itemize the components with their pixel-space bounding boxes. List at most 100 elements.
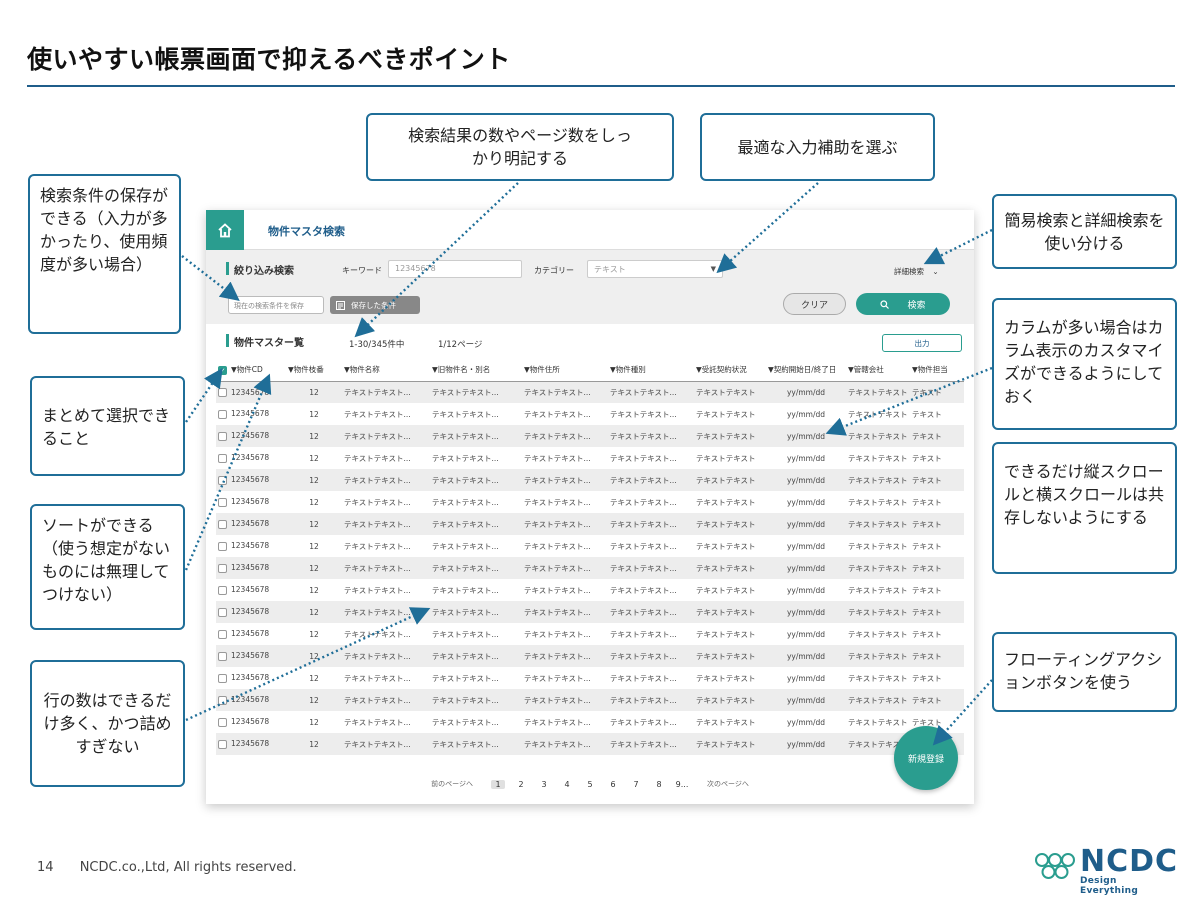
table-cell: テキストテキスト...	[522, 689, 608, 711]
search-button[interactable]: 検索	[856, 293, 950, 315]
row-checkbox[interactable]	[218, 629, 227, 639]
saved-conditions-button[interactable]: 保存した条件	[330, 296, 420, 314]
row-checkbox[interactable]	[218, 585, 227, 595]
table-cell: yy/mm/dd	[766, 667, 846, 689]
table-cell: テキストテキスト...	[522, 381, 608, 403]
table-cell: テキストテキスト	[694, 733, 766, 755]
save-condition-input[interactable]: 現在の検索条件を保存	[228, 296, 324, 314]
cell-text: テキストテキスト...	[610, 717, 677, 727]
export-button[interactable]: 出力	[882, 334, 962, 352]
page-link[interactable]: 5	[587, 779, 593, 789]
row-checkbox[interactable]	[218, 431, 227, 441]
table-cell: yy/mm/dd	[766, 403, 846, 425]
cell-text: テキストテキスト...	[344, 695, 411, 705]
page-link[interactable]: 1	[491, 779, 505, 789]
cell-text: テキストテキスト...	[524, 387, 591, 397]
page-link[interactable]: 8	[656, 779, 662, 789]
column-header[interactable]: ▼物件枝番	[286, 359, 342, 382]
new-registration-fab[interactable]: 新規登録	[894, 726, 958, 790]
cell-text: 12	[309, 409, 319, 419]
table-cell: yy/mm/dd	[766, 711, 846, 733]
column-header[interactable]: ▼受託契約状況	[694, 359, 766, 382]
column-header[interactable]: ▼物件担当	[910, 359, 964, 382]
page-link[interactable]: 2	[518, 779, 524, 789]
home-button[interactable]	[206, 210, 244, 250]
keyword-input[interactable]: 12345678	[388, 260, 522, 278]
row-checkbox[interactable]	[218, 409, 227, 419]
page-link[interactable]: 3	[541, 779, 547, 789]
table-cell: テキストテキスト...	[430, 689, 522, 711]
table-cell: テキストテキスト	[846, 513, 910, 535]
column-header[interactable]: ▼契約開始日/終了日	[766, 359, 846, 382]
column-header-label: ▼旧物件名・別名	[432, 365, 491, 375]
cell-text: 12	[309, 519, 319, 529]
column-header[interactable]: ▼物件名称	[342, 359, 430, 382]
next-page-link[interactable]: 次のページへ	[707, 780, 749, 788]
row-checkbox[interactable]	[218, 651, 227, 661]
cell-text: テキストテキスト	[848, 453, 908, 463]
row-checkbox[interactable]	[218, 563, 227, 573]
row-checkbox[interactable]	[218, 673, 227, 683]
row-checkbox[interactable]	[218, 475, 227, 485]
page-link[interactable]: 9...	[675, 779, 689, 789]
select-all-checkbox[interactable]: ✓	[218, 365, 227, 375]
table-cell: 12345678	[216, 733, 286, 755]
page-link[interactable]: 7	[633, 779, 639, 789]
table-cell: テキストテキスト	[694, 447, 766, 469]
cell-text: テキストテキスト...	[524, 695, 591, 705]
column-header[interactable]: ▼物件住所	[522, 359, 608, 382]
cell-text: テキスト	[912, 409, 942, 419]
table-cell: テキストテキスト...	[430, 623, 522, 645]
table-cell: テキストテキスト...	[342, 733, 430, 755]
row-checkbox[interactable]	[218, 388, 227, 397]
table-cell: テキストテキスト	[694, 667, 766, 689]
cell-text: yy/mm/dd	[786, 739, 826, 749]
row-checkbox[interactable]	[218, 497, 227, 507]
column-header-label: ▼物件種別	[610, 365, 646, 375]
search-label: 検索	[907, 300, 926, 311]
column-header[interactable]: ✓▼物件CD	[216, 359, 286, 382]
cell-text: テキストテキスト...	[610, 739, 677, 749]
table-cell: yy/mm/dd	[766, 623, 846, 645]
table-cell: テキスト	[910, 425, 964, 447]
category-select[interactable]: テキスト ▼	[587, 260, 723, 278]
cell-text: テキストテキスト...	[432, 651, 499, 661]
row-checkbox[interactable]	[218, 739, 227, 749]
table-cell: テキストテキスト...	[430, 733, 522, 755]
row-checkbox[interactable]	[218, 607, 227, 617]
page-link[interactable]: 4	[564, 779, 570, 789]
column-header[interactable]: ▼管轄会社	[846, 359, 910, 382]
note-save-conditions: 検索条件の保存ができる（入力が多かったり、使用頻度が多い場合）	[28, 174, 181, 334]
row-checkbox[interactable]	[218, 541, 227, 551]
table-cell: 12345678	[216, 403, 286, 425]
page-link[interactable]: 6	[610, 779, 616, 789]
row-checkbox[interactable]	[218, 453, 227, 463]
row-checkbox[interactable]	[218, 717, 227, 727]
row-checkbox[interactable]	[218, 519, 227, 529]
detail-search-toggle[interactable]: 詳細検索 ⌄	[894, 266, 939, 277]
table-cell: 12345678	[216, 711, 286, 733]
row-checkbox[interactable]	[218, 695, 227, 705]
column-header[interactable]: ▼旧物件名・別名	[430, 359, 522, 382]
clear-button[interactable]: クリア	[783, 293, 846, 315]
table-cell: 12345678	[216, 667, 286, 689]
column-header[interactable]: ▼物件種別	[608, 359, 694, 382]
prev-page-link[interactable]: 前のページへ	[431, 780, 473, 788]
